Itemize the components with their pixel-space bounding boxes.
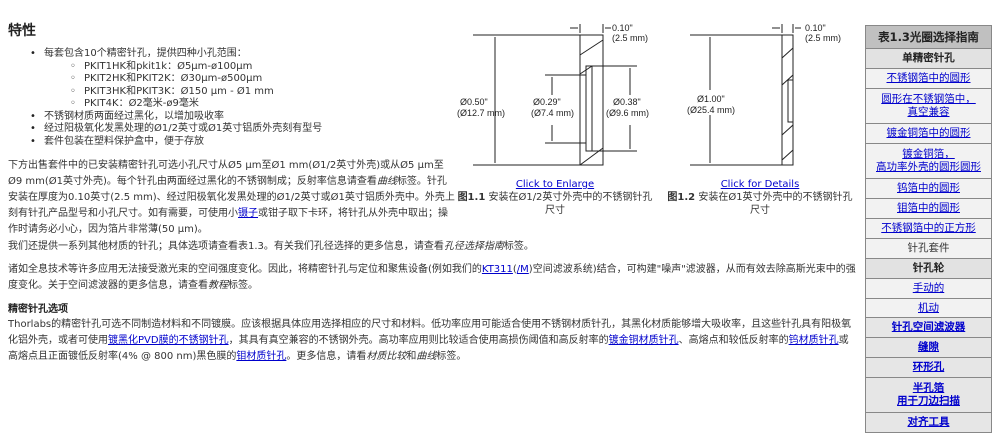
kt311-link[interactable]: KT311 [481, 264, 513, 275]
pvd-pinhole-link[interactable]: 镀黑化PVD膜的不锈钢针孔 [108, 335, 229, 346]
feature-text: 每套包含10个精密针孔，提供四种小孔范围： [44, 48, 247, 59]
guide-link[interactable]: 手动的 [912, 282, 945, 294]
aperture-selection-guide: 表1.3光圈选择指南 单精密针孔 不锈钢箔中的圆形 圆形在不锈钢箔中，真空兼容 … [865, 25, 992, 433]
svg-text:(Ø7.4 mm): (Ø7.4 mm) [531, 108, 574, 118]
subitem: PKIT1HK和pkit1k：Ø5μm-ø100μm [44, 61, 450, 74]
figure-1-2: 0.10"(2.5 mm) Ø1.00"(Ø25.4 mm) Click for… [665, 18, 855, 217]
molybdenum-link[interactable]: 钼材质针孔 [236, 351, 287, 362]
svg-text:(2.5 mm): (2.5 mm) [805, 33, 841, 43]
svg-text:(Ø9.6 mm): (Ø9.6 mm) [606, 108, 649, 118]
kt311m-link[interactable]: /M [516, 264, 529, 275]
features-heading: 特性 [8, 23, 36, 39]
tweezers-link[interactable]: 镊子 [238, 208, 258, 219]
feature-item: 套件包装在塑料保护盒中，便于存放 [30, 136, 450, 149]
alignment-tools-link[interactable]: 对齐工具 [907, 416, 950, 428]
feature-item: 经过阳极氧化发黑处理的Ø1/2英寸或Ø1英寸铝质外壳刻有型号 [30, 123, 450, 136]
description-paragraph: 下方出售套件中的已安装精密针孔可选小孔尺寸从Ø5 μm至Ø1 mm(Ø1/2英寸… [8, 160, 455, 235]
guide-title: 表1.3光圈选择指南 [866, 26, 991, 49]
svg-text:Ø0.29": Ø0.29" [533, 97, 561, 107]
pinhole-kits-label: 针孔套件 [866, 239, 991, 259]
guide-link[interactable]: 真空兼容 [907, 106, 950, 118]
half-inch-housing-drawing-icon: 0.10"(2.5 mm) Ø0.50"(Ø12.7 mm) Ø0.29"(Ø7… [457, 23, 649, 166]
annular-link[interactable]: 环形孔 [912, 361, 945, 373]
svg-text:(Ø12.7 mm): (Ø12.7 mm) [457, 108, 505, 118]
svg-text:(2.5 mm): (2.5 mm) [612, 33, 648, 43]
spatial-filter-paragraph: 诸如全息技术等许多应用无法接受激光束的空间强度变化。因此，将精密针孔与定位和聚焦… [8, 264, 856, 291]
click-for-details-link[interactable]: Click for Details [720, 179, 800, 190]
svg-text:Ø0.50": Ø0.50" [460, 97, 488, 107]
guide-link[interactable]: 钨箔中的圆形 [897, 182, 960, 194]
one-inch-housing-drawing-icon: 0.10"(2.5 mm) Ø1.00"(Ø25.4 mm) [687, 23, 841, 166]
guide-link[interactable]: 机动 [918, 301, 939, 314]
half-aperture-link[interactable]: 半孔箔 [912, 382, 945, 394]
svg-text:(Ø25.4 mm): (Ø25.4 mm) [687, 105, 735, 115]
feature-item: 每套包含10个精密针孔，提供四种小孔范围： PKIT1HK和pkit1k：Ø5μ… [30, 48, 450, 111]
fig1-thickness: 0.10" [612, 23, 633, 33]
section-pinhole-wheels: 针孔轮 [866, 259, 991, 279]
guide-link[interactable]: 不锈钢箔中的圆形 [886, 72, 971, 84]
subitem: PKIT3HK和PKIT3K：Ø150 μm - Ø1 mm [44, 86, 450, 99]
figure-1-1: 0.10"(2.5 mm) Ø0.50"(Ø12.7 mm) Ø0.29"(Ø7… [455, 18, 655, 217]
options-heading: 精密针孔选项 [8, 304, 68, 315]
figure-caption: 图1.1 安装在Ø1/2英寸外壳中的不锈钢针孔尺寸 [457, 192, 653, 216]
subitem: PKIT4K：Ø2毫米-ø9毫米 [44, 98, 450, 111]
half-aperture-link[interactable]: 用于刀边扫描 [897, 395, 960, 407]
guide-link[interactable]: 高功率外壳的圆形圆形 [876, 161, 981, 173]
gold-copper-link[interactable]: 镀金铜材质针孔 [608, 335, 679, 346]
click-to-enlarge-link[interactable]: Click to Enlarge [515, 179, 595, 190]
guide-link[interactable]: 镀金铜箔， [902, 148, 955, 160]
svg-text:Ø1.00": Ø1.00" [697, 94, 725, 104]
section-single-pinholes: 单精密针孔 [866, 49, 991, 69]
guide-link[interactable]: 不锈钢箔中的正方形 [881, 222, 976, 234]
svg-text:Ø0.38": Ø0.38" [613, 97, 641, 107]
options-paragraph: Thorlabs的精密针孔可选不同制造材料和不同镀膜。应该根据具体应用选择相应的… [8, 319, 852, 362]
features-list: 每套包含10个精密针孔，提供四种小孔范围： PKIT1HK和pkit1k：Ø5μ… [30, 48, 450, 148]
subitem: PKIT2HK和PKIT2K：Ø30μm-ø500μm [44, 73, 450, 86]
figure-caption: 图1.2 安装在Ø1英寸外壳中的不锈钢针孔尺寸 [667, 192, 853, 216]
guide-link[interactable]: 圆形在不锈钢箔中， [881, 93, 976, 105]
fig2-thickness: 0.10" [805, 23, 826, 33]
slits-link[interactable]: 缝隙 [918, 341, 939, 353]
guide-link[interactable]: 钼箔中的圆形 [897, 202, 960, 214]
feature-item: 不锈钢材质两面经过黑化，以增加吸收率 [30, 111, 450, 124]
tungsten-link[interactable]: 钨材质针孔 [788, 335, 839, 346]
other-materials-paragraph: 我们还提供一系列其他材质的针孔；具体选项请查看表1.3。有关我们孔径选择的更多信… [8, 241, 534, 252]
spatial-filter-link[interactable]: 针孔空间滤波器 [891, 321, 966, 333]
guide-link[interactable]: 镀金铜箔中的圆形 [886, 127, 971, 139]
